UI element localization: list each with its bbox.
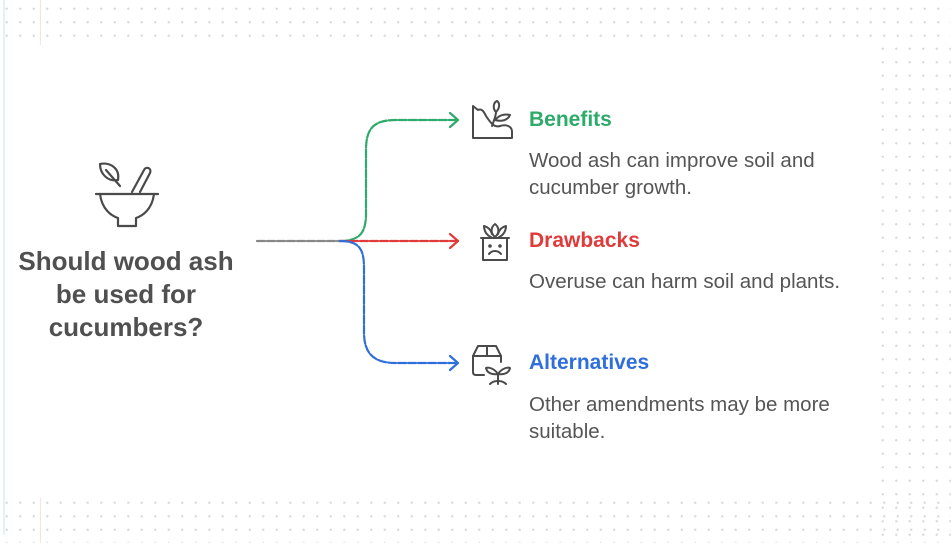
mortar-pestle-leaf-icon	[94, 162, 160, 228]
branch-heading-drawbacks: Drawbacks	[529, 229, 640, 252]
branch-heading-alternatives: Alternatives	[529, 351, 650, 374]
arrow-head-alternatives	[448, 354, 460, 372]
branch-description-drawbacks: Overuse can harm soil and plants.	[529, 270, 841, 293]
guide-line-top	[40, 0, 41, 45]
guide-line-bottom	[40, 498, 41, 543]
branch-heading-benefits: Benefits	[529, 108, 612, 131]
connector-alternatives	[338, 239, 460, 365]
soil-plant-sprout-icon	[472, 100, 513, 139]
title-line-1: Should wood ash	[18, 246, 234, 276]
connector-benefits	[338, 118, 460, 243]
sad-potted-plant-icon	[480, 223, 510, 261]
arrow-head-drawbacks	[448, 232, 460, 250]
canvas-frame-edge	[3, 0, 5, 535]
arrow-head-benefits	[448, 111, 460, 129]
branch-description-benefits: Wood ash can improve soil and cucumber g…	[529, 149, 815, 199]
title-line-2: be used for	[55, 279, 197, 309]
dot-grid-background-top	[0, 0, 951, 40]
box-with-sprout-icon	[472, 345, 511, 385]
branch-description-alternatives: Other amendments may be more suitable.	[529, 393, 830, 443]
dot-grid-background-bottom	[0, 496, 951, 543]
dot-grid-background-right	[876, 40, 951, 543]
title-line-3: cucumbers?	[48, 312, 204, 342]
central-question-title: Should wood ash be used for cucumbers?	[10, 245, 242, 344]
